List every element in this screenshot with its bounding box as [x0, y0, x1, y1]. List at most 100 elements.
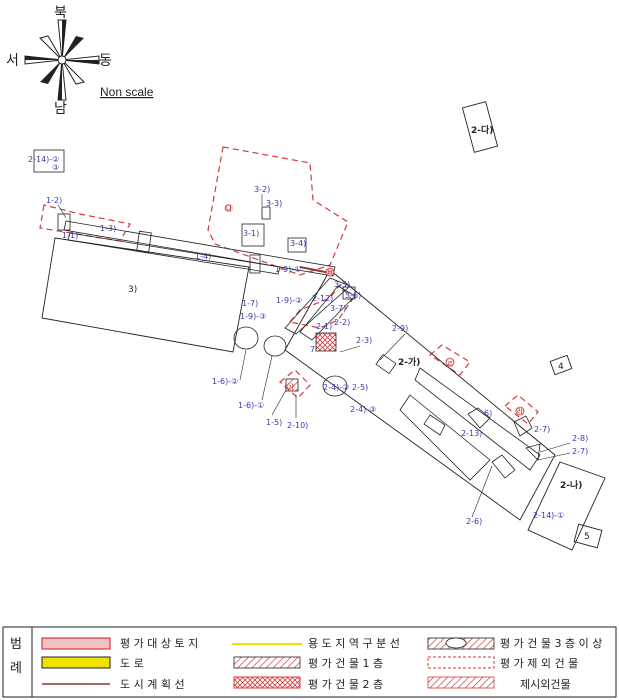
leader-lines [57, 194, 571, 518]
label-7: 7 [310, 345, 315, 354]
block-2-8 [525, 443, 541, 461]
building-2-na [527, 461, 606, 551]
label-2-6: 2-6) [466, 517, 482, 526]
legend-label-5: 평 가 제 외 건 물 [500, 657, 578, 670]
building-1-5 [285, 378, 299, 392]
label-2-7-b: 2-7) [572, 447, 588, 456]
compass-rose-icon [24, 19, 100, 101]
marker-circle-da [515, 406, 525, 416]
label-3-4: 3-4) [290, 239, 306, 248]
block-1-2 [57, 213, 71, 231]
label-1-9-2: 1-9)-② [276, 296, 302, 305]
label-5: 5 [584, 532, 590, 542]
strip-1-4 [67, 232, 281, 275]
label-2-ga: 2-가) [398, 356, 420, 368]
marker-circle-ra [445, 357, 455, 367]
label-3-1: 3-1) [243, 229, 259, 238]
legend-label-1: 용 도 지 역 구 분 선 [308, 637, 400, 650]
label-2-13: 2-13) [461, 429, 482, 438]
legend-label-8: 제시외건물 [520, 678, 571, 691]
label-2-9: 2-9) [392, 324, 408, 333]
tank-1-6-2 [233, 326, 259, 350]
marker-circle [325, 267, 335, 277]
label-2-14-1: 2-14)-① [533, 511, 564, 520]
target-land-boundary [39, 146, 539, 425]
strip-3-6 [299, 285, 356, 341]
label-2-14-2: 2-14)-② [28, 155, 59, 164]
legend-label-2: 평 가 건 물 3 층 이 상 [500, 637, 602, 650]
building-2-14-2 [33, 149, 65, 173]
building-2-1 [315, 332, 337, 352]
block-2-7 [513, 415, 533, 437]
legend-swatch-excluded [427, 656, 495, 669]
label-2-na: 2-나) [560, 479, 582, 491]
block-6 [467, 407, 491, 429]
legend-label-7: 평 가 건 물 2 층 [308, 678, 383, 691]
label-1-9-3: 1-9)-③ [240, 312, 266, 321]
block-2-6 [491, 454, 516, 479]
strip-3-5 [284, 277, 351, 335]
block-1-3 [136, 230, 152, 254]
label-1-2: 1-2) [46, 196, 62, 205]
strip-1-3 [63, 220, 336, 277]
legend-label-0: 평 가 대 상 토 지 [120, 637, 198, 650]
legend-label-6: 도 시 계 획 선 [120, 678, 185, 691]
compass-west: 서 [6, 53, 19, 69]
building-3-6-box [342, 286, 356, 300]
building-2-3 [375, 353, 397, 375]
label-circle-da: ㉱ [516, 407, 524, 416]
label-2-7-a: 2-7) [534, 425, 550, 434]
tank-1-6-1 [263, 335, 287, 357]
label-circle-ra: ㉣ [446, 359, 454, 368]
marker-3-3 [261, 206, 271, 220]
label-2-5: 2-5) [352, 383, 368, 392]
building-2-da [461, 101, 499, 153]
building-5 [573, 523, 603, 549]
label-3-5: 3-5) [334, 280, 350, 289]
compass-north: 북 [54, 5, 67, 21]
label-1-6-1: 1-6)-① [238, 401, 264, 410]
legend-header-2: 례 [10, 661, 22, 676]
block-2-13 [423, 414, 446, 436]
road-line-1-9 [299, 266, 331, 274]
label-1-9-1: 1-9)-① [275, 265, 301, 274]
block-1-4 [249, 254, 261, 274]
label-1-7: 1-7) [242, 299, 258, 308]
label-2-2: 2-2) [334, 318, 350, 327]
label-1-4: 1-4) [195, 252, 211, 261]
label-2-1: 2-1) [316, 322, 332, 331]
compass-east: 동 [99, 53, 112, 69]
legend: 범 례 평 가 대 상 토 지 용 도 지 역 구 분 선 평 가 건 물 3 … [2, 626, 617, 698]
building-3-4 [287, 237, 307, 253]
label-1-5: 1-5) [266, 418, 282, 427]
label-circle-g: ㉥ [326, 268, 334, 277]
label-2-10: 2-10) [287, 421, 308, 430]
legend-header-1: 범 [10, 637, 22, 652]
label-3-6: 3-6) [345, 291, 361, 300]
legend-swatch-unlisted [427, 676, 495, 689]
label-1-1: 1-1) [62, 231, 78, 240]
label-2-4-2: 2-4)-② [323, 383, 349, 392]
label-circle-b: ㉯ [225, 204, 233, 213]
label-1-3: 1-3) [100, 224, 116, 233]
label-2-da: 2-다) [471, 124, 493, 136]
legend-swatch-road [41, 656, 111, 669]
label-3-7: 3-7) [330, 304, 346, 313]
label-6: 6) [484, 409, 492, 418]
marker-circle-ga [224, 204, 232, 212]
building-3-1 [241, 223, 265, 247]
building-2-ga [284, 269, 556, 521]
legend-swatch-2f [233, 676, 301, 689]
label-1-6-2: 1-6)-② [212, 377, 238, 386]
label-2-4-3: 2-4)-③ [350, 405, 376, 414]
label-2-12: 2-12) [312, 294, 333, 303]
legend-swatch-1f [233, 656, 301, 669]
legend-swatch-target [41, 637, 111, 650]
label-2-8: 2-8) [572, 434, 588, 443]
strip-2-7 [414, 367, 541, 471]
label-2-3: 2-3) [356, 336, 372, 345]
building-4 [549, 354, 573, 376]
scale-note: Non scale [100, 85, 154, 99]
label-3: 3) [128, 285, 137, 295]
